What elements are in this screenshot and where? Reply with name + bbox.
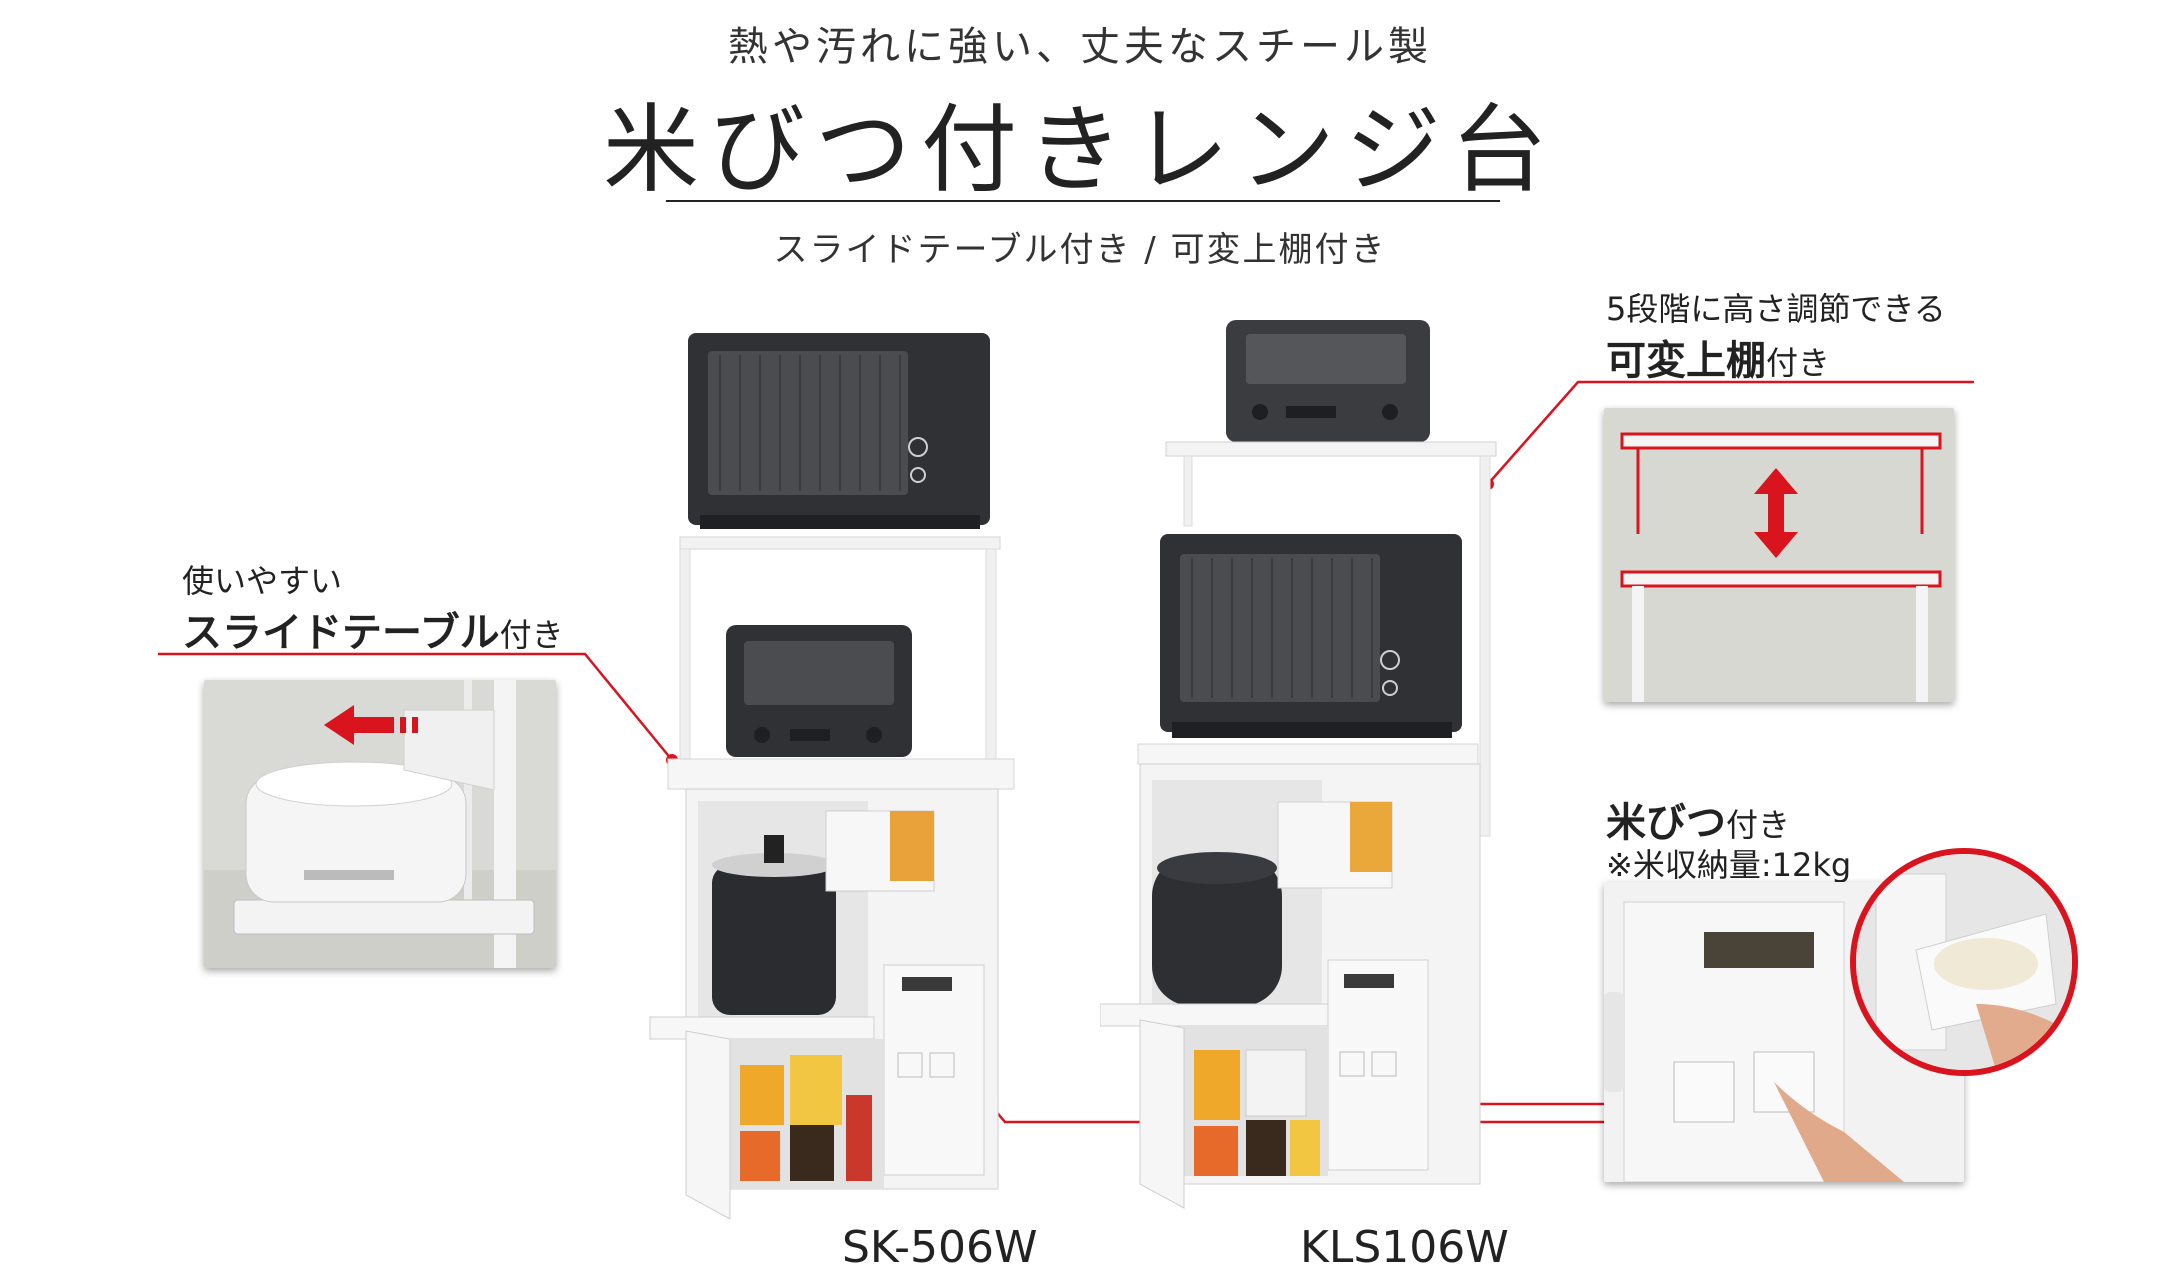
slide-table-suffix: 付き: [499, 616, 564, 654]
slide-arrow-icon: [324, 705, 418, 745]
rice-bin-label: 米びつ付き: [1606, 790, 1790, 848]
pressure-cooker: [712, 835, 836, 1015]
microwave-top: [688, 333, 990, 529]
microwave-middle: [1160, 534, 1462, 738]
top-toaster: [1226, 320, 1430, 442]
toaster-oven: [726, 625, 912, 757]
up-down-arrow-icon: [1754, 468, 1798, 558]
rice-bin-suffix: 付き: [1726, 806, 1791, 844]
rice-capacity: ※米収納量:12kg: [1606, 846, 1852, 884]
rice-drawer-zoom: [1850, 848, 2078, 1076]
model-label-right: KLS106W: [1300, 1222, 1509, 1273]
variable-shelf-main: 可変上棚: [1606, 338, 1766, 384]
page-title: 米びつ付きレンジ台: [603, 94, 1557, 206]
variable-shelf-photo: [1604, 408, 1954, 702]
product-sk506w: [640, 325, 1060, 1235]
product-kls106w: [1100, 320, 1520, 1230]
variable-shelf-pretext: 5段階に高さ調節できる: [1606, 290, 1946, 328]
header-subtitle: 熱や汚れに強い、丈夫なスチール製: [728, 24, 1432, 70]
variable-shelf-leader: [1487, 380, 1974, 485]
slide-table-label: スライドテーブル付き: [182, 600, 564, 658]
title-divider: [666, 200, 1500, 202]
slide-table-photo: [204, 680, 556, 968]
rice-cooker: [1152, 852, 1282, 1006]
variable-shelf-suffix: 付き: [1766, 344, 1831, 382]
slide-table-pretext: 使いやすい: [182, 562, 343, 600]
rice-bin-main: 米びつ: [1606, 800, 1726, 846]
variable-shelf-label: 可変上棚付き: [1606, 328, 1830, 386]
model-label-left: SK-506W: [842, 1222, 1038, 1273]
slide-table-main: スライドテーブル: [182, 610, 500, 656]
slide-table-leader: [158, 652, 673, 761]
feature-summary: スライドテーブル付き / 可変上棚付き: [773, 230, 1387, 270]
